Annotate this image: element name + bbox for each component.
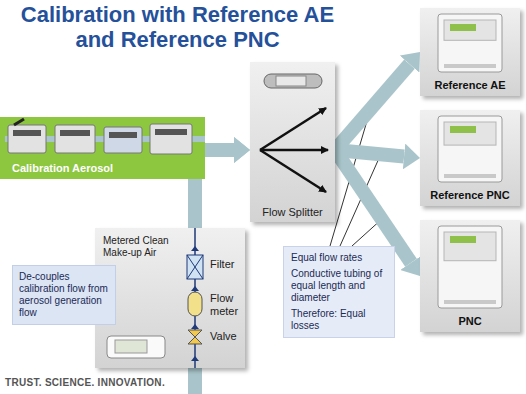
- flow-line: [194, 228, 196, 368]
- instrument-panel: [444, 20, 496, 40]
- device-detail: [155, 129, 187, 135]
- node-text: Reference AE: [434, 79, 505, 91]
- node-text: Therefore: Equal losses: [291, 308, 388, 332]
- footer-slogan: TRUST. SCIENCE. INNOVATION.: [5, 377, 265, 389]
- device-detail: [13, 130, 41, 136]
- instrument-display: [450, 126, 476, 133]
- splitter-tube: [276, 76, 306, 86]
- instrument-body: [438, 116, 502, 182]
- node-text: PNC: [458, 315, 481, 327]
- device-icon: [55, 125, 95, 153]
- part-label: Valve: [210, 330, 244, 343]
- splitter-box: Flow Splitter: [250, 62, 335, 222]
- valve-symbol: [188, 330, 202, 344]
- node-text: Conductive tubing of equal length and di…: [291, 268, 388, 304]
- inst-box: PNC: [420, 220, 520, 332]
- flowmeter-display: [115, 340, 147, 353]
- instrument-display: [450, 24, 476, 31]
- inst-box: Reference AE: [420, 8, 520, 96]
- part-label: Filter: [210, 258, 244, 271]
- instrument-base: [444, 64, 496, 68]
- device-detail: [109, 132, 137, 138]
- illustration: [250, 62, 335, 222]
- device-icon: [8, 125, 46, 153]
- device-detail: [60, 130, 90, 136]
- flow-direction: [191, 286, 199, 291]
- device-icon: [104, 127, 142, 153]
- flow-direction: [191, 356, 199, 361]
- instrument-body: [438, 226, 502, 308]
- instrument-panel: [444, 122, 496, 145]
- instrument-panel: [444, 232, 496, 261]
- note-box: Equal flow ratesConductive tubing of equ…: [283, 246, 395, 338]
- flow-arrow: [260, 149, 328, 152]
- flow-pipe: [335, 64, 410, 150]
- band-box: Calibration Aerosol: [0, 117, 205, 179]
- instrument-base: [444, 300, 496, 304]
- filter-symbol: [187, 255, 203, 279]
- title: Calibration with Reference AE and Refere…: [5, 3, 350, 53]
- flow-arrow: [260, 150, 326, 192]
- flow-arrow: [260, 108, 326, 150]
- node-text: Equal flow rates: [291, 252, 388, 264]
- nozzle: [14, 119, 24, 125]
- instrument-body: [438, 14, 502, 72]
- instrument-display: [450, 236, 476, 243]
- node-text: Flow Splitter: [262, 206, 323, 218]
- node-text: Calibration Aerosol: [12, 162, 195, 174]
- part-label: Flow meter: [210, 292, 244, 317]
- inst-box: Reference PNC: [420, 110, 520, 206]
- splitter-tube: [264, 74, 322, 88]
- flow-direction: [191, 324, 199, 329]
- inlet-pipe: [188, 368, 202, 394]
- node-text: De-couples calibration flow from aerosol…: [19, 271, 109, 319]
- callout-box: De-couples calibration flow from aerosol…: [12, 265, 116, 325]
- node-text: Metered Clean Make-up Air: [103, 235, 183, 259]
- instrument-base: [444, 174, 496, 178]
- pipe: [5, 136, 205, 142]
- flowmeter-device: [107, 336, 165, 358]
- flow-direction: [191, 246, 199, 251]
- device-icon: [150, 124, 192, 154]
- node-text: Reference PNC: [430, 189, 509, 201]
- flowmeter-symbol: [188, 292, 202, 316]
- filter-symbol: [187, 255, 203, 279]
